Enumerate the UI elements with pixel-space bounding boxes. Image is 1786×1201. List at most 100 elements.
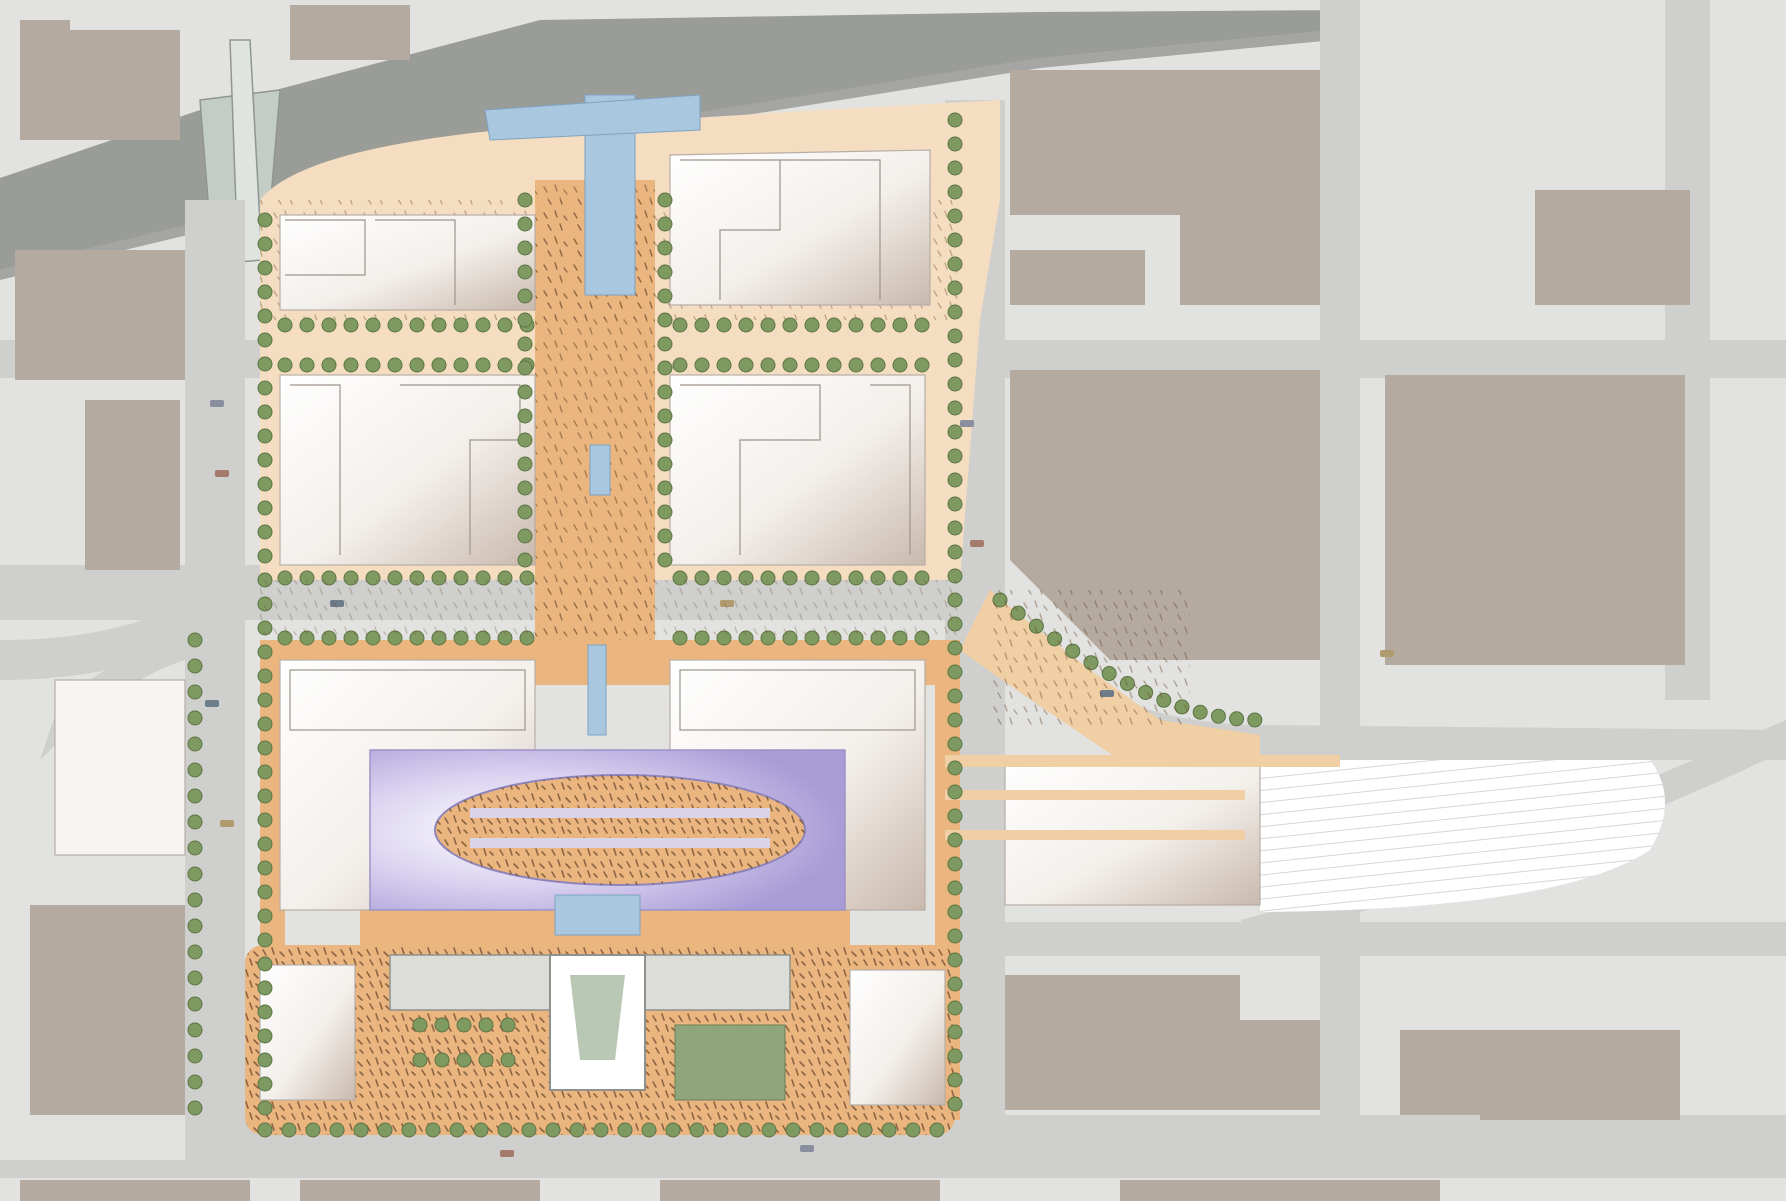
tree bbox=[947, 1048, 963, 1064]
tree bbox=[517, 408, 533, 424]
tree bbox=[657, 504, 673, 520]
tree bbox=[456, 1017, 472, 1033]
tree bbox=[187, 1022, 203, 1038]
tree bbox=[329, 1122, 345, 1138]
tree bbox=[187, 736, 203, 752]
tree bbox=[187, 892, 203, 908]
tree bbox=[257, 692, 273, 708]
tree bbox=[569, 1122, 585, 1138]
tree bbox=[365, 357, 381, 373]
tree bbox=[657, 288, 673, 304]
tree bbox=[257, 524, 273, 540]
tree bbox=[782, 317, 798, 333]
tree bbox=[187, 918, 203, 934]
tree bbox=[689, 1122, 705, 1138]
tree bbox=[343, 317, 359, 333]
tree bbox=[187, 814, 203, 830]
tree bbox=[657, 384, 673, 400]
tree bbox=[694, 357, 710, 373]
tree bbox=[343, 357, 359, 373]
tree bbox=[521, 1122, 537, 1138]
tree bbox=[187, 632, 203, 648]
historic-station-building bbox=[389, 954, 791, 1091]
car bbox=[1380, 650, 1394, 657]
tree bbox=[497, 1122, 513, 1138]
tree bbox=[257, 956, 273, 972]
tree bbox=[449, 1122, 465, 1138]
tree bbox=[947, 880, 963, 896]
tree bbox=[657, 192, 673, 208]
tree bbox=[761, 1122, 777, 1138]
tree bbox=[947, 760, 963, 776]
tree bbox=[947, 352, 963, 368]
tree bbox=[387, 317, 403, 333]
tree bbox=[497, 357, 513, 373]
tree bbox=[257, 452, 273, 468]
tree bbox=[947, 856, 963, 872]
lawn bbox=[674, 1024, 786, 1101]
tree bbox=[517, 360, 533, 376]
tree bbox=[257, 476, 273, 492]
tree bbox=[431, 317, 447, 333]
tree bbox=[947, 232, 963, 248]
tree bbox=[409, 357, 425, 373]
tree bbox=[257, 812, 273, 828]
tree bbox=[517, 384, 533, 400]
tree bbox=[517, 288, 533, 304]
tree bbox=[657, 216, 673, 232]
tree bbox=[401, 1122, 417, 1138]
tree bbox=[641, 1122, 657, 1138]
tree bbox=[716, 357, 732, 373]
tree bbox=[947, 496, 963, 512]
tree bbox=[657, 480, 673, 496]
tree bbox=[187, 762, 203, 778]
tree bbox=[305, 1122, 321, 1138]
tree bbox=[545, 1122, 561, 1138]
car bbox=[500, 1150, 514, 1157]
tree bbox=[257, 236, 273, 252]
tree bbox=[257, 1122, 273, 1138]
tree bbox=[657, 312, 673, 328]
tree bbox=[257, 932, 273, 948]
tree bbox=[785, 1122, 801, 1138]
tree bbox=[277, 357, 293, 373]
tree bbox=[412, 1017, 428, 1033]
tree bbox=[947, 952, 963, 968]
train-platforms bbox=[945, 755, 1340, 840]
tree bbox=[737, 1122, 753, 1138]
tree bbox=[257, 908, 273, 924]
tree bbox=[657, 360, 673, 376]
tree bbox=[947, 928, 963, 944]
tree bbox=[187, 684, 203, 700]
tree bbox=[187, 788, 203, 804]
fountain-icon bbox=[484, 94, 701, 936]
tree bbox=[187, 710, 203, 726]
tree bbox=[947, 304, 963, 320]
tree bbox=[738, 317, 754, 333]
tree bbox=[478, 1052, 494, 1068]
tree bbox=[657, 552, 673, 568]
highway bbox=[0, 10, 1355, 270]
car bbox=[800, 1145, 814, 1152]
tree bbox=[657, 264, 673, 280]
tree bbox=[947, 472, 963, 488]
tree bbox=[456, 1052, 472, 1068]
tree bbox=[947, 256, 963, 272]
tree bbox=[257, 548, 273, 564]
pedestrian-icon bbox=[260, 580, 1190, 730]
tree bbox=[947, 280, 963, 296]
tree bbox=[257, 1076, 273, 1092]
tree bbox=[434, 1017, 450, 1033]
tree bbox=[473, 1122, 489, 1138]
car bbox=[220, 820, 234, 827]
tree bbox=[947, 112, 963, 128]
tree bbox=[517, 336, 533, 352]
tree bbox=[713, 1122, 729, 1138]
tree bbox=[187, 658, 203, 674]
tree bbox=[517, 456, 533, 472]
tree bbox=[257, 740, 273, 756]
tree bbox=[947, 160, 963, 176]
tree bbox=[881, 1122, 897, 1138]
tree bbox=[947, 520, 963, 536]
tree bbox=[905, 1122, 921, 1138]
